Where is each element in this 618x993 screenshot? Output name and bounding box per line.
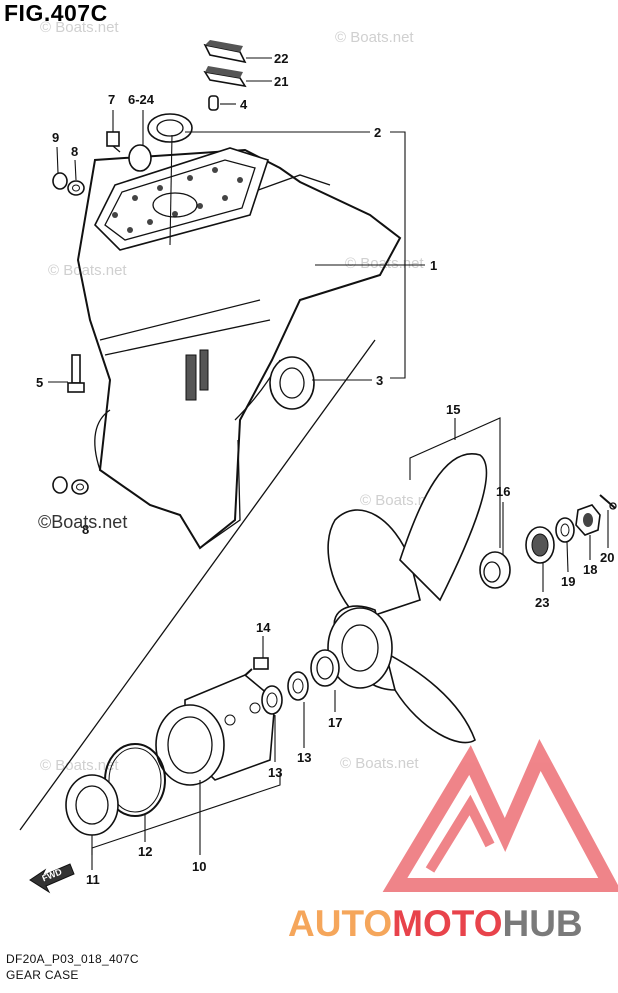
- watermark: © Boats.net: [48, 262, 127, 279]
- figure-code: DF20A_P03_018_407C: [6, 952, 139, 966]
- part-label: 11: [86, 872, 100, 887]
- watermark: © Boats.net: [40, 757, 119, 774]
- brand-logo-icon: [382, 739, 618, 892]
- part-label: 18: [583, 562, 597, 577]
- pin-4: [208, 95, 219, 111]
- watermark: © Boats.net: [360, 492, 439, 509]
- part-label: 15: [446, 402, 460, 417]
- nut-18: [575, 504, 601, 536]
- fwd-arrow-icon: FWD: [29, 863, 75, 894]
- watermark: © Boats.net: [340, 755, 419, 772]
- part-label: 17: [328, 715, 342, 730]
- propeller-15: [327, 453, 488, 744]
- part-label: 21: [274, 74, 288, 89]
- bearing-2: [147, 113, 193, 143]
- part-label: 8: [71, 144, 78, 159]
- watermark: © Boats.net: [40, 19, 119, 36]
- bolt-7: [106, 131, 121, 153]
- washer-19: [555, 517, 575, 543]
- part-label: 23: [535, 595, 549, 610]
- plug-9: [52, 172, 68, 190]
- part-label: 4: [240, 97, 248, 112]
- figure-title: FIG.407C: [4, 0, 108, 26]
- part-label: 9: [52, 130, 59, 145]
- part-label: 14: [256, 620, 271, 635]
- oil-seal-13b: [287, 671, 309, 701]
- brand-wordmark: AUTOMOTOHUB: [288, 903, 583, 944]
- watermark-group: © Boats.net © Boats.net © Boats.net © Bo…: [40, 19, 439, 774]
- part-label: 22: [274, 51, 288, 66]
- bushing-6-24: [128, 144, 152, 172]
- figure-caption: GEAR CASE: [6, 968, 79, 982]
- svg-text:AUTOMOTOHUB: AUTOMOTOHUB: [288, 903, 583, 944]
- bearing-11: [65, 774, 119, 836]
- spacer-16: [479, 551, 511, 589]
- bolt-5: [67, 354, 85, 393]
- part-label: 20: [600, 550, 614, 565]
- gear-case-housing: [76, 147, 402, 550]
- washer-23: [525, 526, 555, 564]
- leader-lines: [48, 57, 609, 870]
- watermark-dark: ©Boats.net: [38, 512, 127, 532]
- clip-22: [203, 40, 247, 64]
- cotter-pin-20: [599, 494, 617, 510]
- washer-8: [67, 180, 85, 196]
- watermark: © Boats.net: [335, 29, 414, 46]
- bearing-housing: [155, 674, 276, 786]
- part-label: 6-24: [128, 92, 155, 107]
- brand-part-moto: MOTO: [392, 903, 502, 944]
- part-label: 7: [108, 92, 115, 107]
- part-labels: 22 21 4 2 7 6-24 9 8 1 5 3 8 15 16 14 17…: [36, 51, 614, 887]
- part-label: 1: [430, 258, 437, 273]
- part-label: 2: [374, 125, 381, 140]
- part-label: 8: [82, 522, 89, 537]
- part-label: 12: [138, 844, 152, 859]
- bushing-17: [310, 649, 340, 687]
- part-label: 16: [496, 484, 510, 499]
- clip-21: [203, 66, 247, 88]
- brand-part-hub: HUB: [502, 903, 582, 944]
- part-label: 19: [561, 574, 575, 589]
- part-label: 3: [376, 373, 383, 388]
- part-label: 13: [297, 750, 311, 765]
- part-label: 13: [268, 765, 282, 780]
- plug-lower: [52, 476, 89, 495]
- brand-part-auto: AUTO: [288, 903, 392, 944]
- oil-seal-13a: [261, 685, 283, 715]
- part-label: 10: [192, 859, 206, 874]
- watermark: © Boats.net: [345, 255, 424, 272]
- part-label: 5: [36, 375, 43, 390]
